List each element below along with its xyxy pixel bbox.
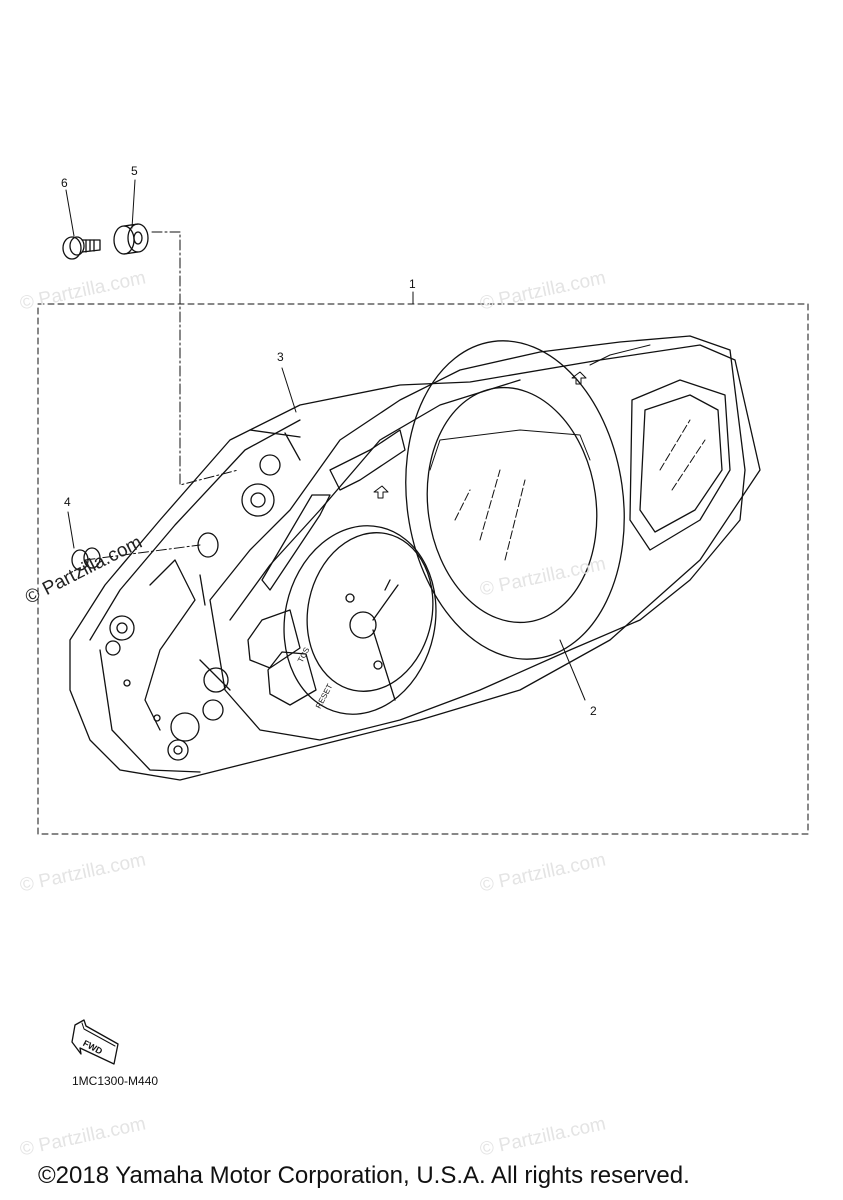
callout-2: 2	[590, 704, 597, 718]
leader-4	[67, 511, 75, 549]
grommet-part-4	[71, 547, 101, 571]
leader-2	[559, 639, 586, 701]
grommet-part-5	[113, 223, 149, 255]
upper-case-part-2	[209, 335, 746, 741]
reference-line	[151, 231, 239, 486]
fwd-arrow-icon	[71, 1019, 119, 1065]
leader-6	[65, 189, 75, 237]
lower-case-part-3	[69, 344, 761, 781]
callout-1: 1	[409, 277, 416, 291]
copyright-notice: ©2018 Yamaha Motor Corporation, U.S.A. A…	[38, 1162, 690, 1189]
leader-3	[281, 367, 297, 413]
screw-part-6	[62, 236, 101, 260]
diagram-code: 1MC1300-M440	[72, 1074, 159, 1088]
reference-line-4	[84, 544, 201, 561]
callout-4: 4	[64, 495, 71, 509]
leader-5	[131, 179, 136, 229]
assembly-boundary-box	[37, 303, 809, 835]
callout-6: 6	[61, 176, 68, 190]
callout-5: 5	[131, 164, 138, 178]
callout-3: 3	[277, 350, 284, 364]
